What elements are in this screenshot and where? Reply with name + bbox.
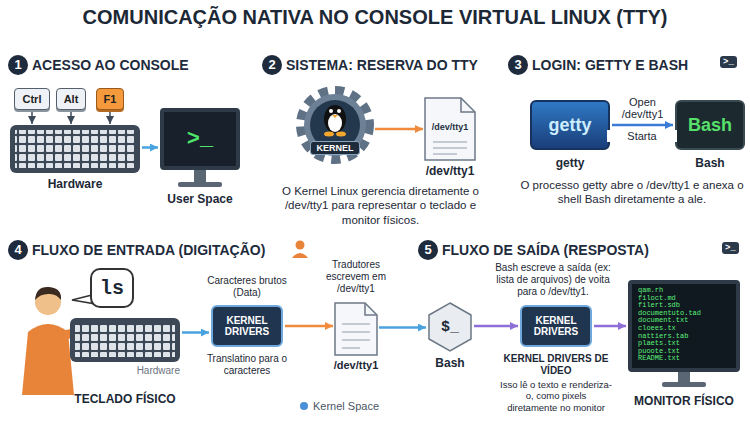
node-label: Hardware (70, 365, 180, 376)
text-label: FLUXO DE SAÍDA (RESPOSTA) (442, 242, 649, 258)
node-text: puoote.txt (638, 348, 680, 356)
connector-arrow (375, 128, 423, 131)
text-label: >_ (722, 242, 739, 254)
node-text: KERNEL (310, 141, 359, 155)
node-label: Hardware (10, 177, 140, 191)
node-box: Ctrl (14, 88, 50, 110)
connector-arrow (182, 331, 209, 334)
hexagon-shape (429, 303, 471, 351)
node-text: qam.rh (638, 287, 663, 295)
node-box: F1 (96, 88, 124, 110)
node-box: KERNEL DRIVERSKERNEL DRIVERS DE VÍDEOIss… (520, 305, 592, 347)
node-box: ls (90, 268, 134, 308)
node-label: /dev/tty1 (321, 359, 391, 371)
node-text: $_ (441, 319, 459, 336)
edge-label: Open /dev/tty1 (612, 96, 674, 121)
text-label: 1 (8, 55, 28, 75)
connector-arrow (31, 112, 33, 124)
node-text: cloees.tx (638, 325, 676, 333)
node-text: getty (548, 115, 591, 136)
file-icon (425, 98, 475, 160)
node-text: plaets.txt (638, 340, 680, 348)
text-label: 4 (8, 240, 28, 260)
connector-arrow (594, 325, 626, 328)
node-box: gettygetty (530, 100, 610, 150)
node-label: Translatino para o caracteres (201, 353, 293, 377)
monitor-stand (178, 170, 222, 187)
node-text: nattiers.tab (638, 333, 688, 341)
person-icon (292, 241, 308, 259)
node-box: qam.rhfiloct.mdfilert.sdbdocumentuto.tad… (628, 280, 740, 372)
node-label: Bash (675, 156, 745, 170)
connector-arrow (379, 326, 426, 329)
node-text: Alt (64, 93, 79, 105)
text-label: O Kernel Linux gerencia diretamente o /d… (268, 184, 493, 227)
text-label: >_ (720, 56, 737, 68)
node-label: /dev/tty1 (405, 164, 495, 178)
text-label: Starta (607, 130, 677, 142)
node-text: KERNEL DRIVERS (215, 315, 279, 338)
node-text: /dev/tty1 (432, 122, 469, 132)
node-text: README.txt (638, 355, 680, 363)
text-label: FLUXO DE ENTRADA (DIGITAÇÃO) (32, 242, 265, 258)
text-label: ACESSO AO CONSOLE (32, 57, 189, 73)
legend-row: Kernel Space (300, 400, 379, 412)
text-label: 3 (508, 55, 528, 75)
node-text: ls (100, 277, 124, 300)
file-icon (335, 303, 377, 355)
connector-arrow (70, 112, 72, 124)
node-text: Ctrl (23, 93, 42, 105)
node-label: Isso lê o texto e renderiza-o, como pixe… (500, 379, 612, 413)
node-box: Hardware (10, 125, 140, 173)
node-box: Alt (56, 88, 86, 110)
node-label: Bash (420, 356, 480, 370)
node-box: >_User Space (160, 108, 240, 170)
node-text: F1 (104, 93, 117, 105)
node-box: Tradutores escrevem em /dev/tty1/dev/tty… (335, 303, 377, 355)
text-label: Bash escreve a saída (ex: lista de arqui… (486, 262, 620, 298)
connector-arrow (142, 146, 158, 149)
node-text: filoct.md (638, 295, 676, 303)
text-label: LOGIN: GETTY E BASH (532, 57, 688, 73)
node-text: Bash (688, 115, 732, 136)
connector-arrow (109, 112, 111, 124)
node-box: KERNEL (297, 87, 373, 163)
node-label: Caracteres brutos (Data) (201, 275, 293, 299)
node-text: documentuto.tad (638, 310, 701, 318)
node-text: filert.sdb (638, 302, 680, 310)
text-label: 2 (262, 55, 282, 75)
node-label: TECLADO FÍSICO (60, 392, 190, 406)
node-text: KERNEL DRIVERS (524, 315, 588, 338)
connector-arrow (474, 325, 518, 328)
node-box: BashBash (675, 100, 745, 150)
connector-arrow (285, 325, 333, 328)
node-box: HardwareTECLADO FÍSICO (70, 318, 180, 362)
node-label: getty (530, 156, 610, 170)
keyboard-drawing (70, 318, 180, 362)
connector-arrow (612, 124, 673, 127)
node-text: >_ (187, 127, 213, 152)
node-label: MONITOR FÍSICO (624, 394, 744, 408)
keyboard-drawing (10, 125, 140, 173)
legend-text: Kernel Space (313, 400, 379, 412)
node-box: Caracteres brutos (Data)KERNEL DRIVERSTr… (211, 305, 283, 347)
kernel-gear (301, 91, 369, 159)
node-label: User Space (150, 192, 250, 206)
node-box: /dev/tty1/dev/tty1 (425, 98, 475, 160)
legend-swatch (300, 402, 308, 410)
text-label: 5 (418, 240, 438, 260)
node-label: KERNEL DRIVERS DE VÍDEO (500, 353, 612, 377)
node-text: document.txt (638, 317, 688, 325)
diagram-title: COMUNICAÇÃO NATIVA NO CONSOLE VIRTUAL LI… (0, 6, 750, 29)
node-box: $_Bash (428, 302, 472, 352)
text-label: O processo getty abre o /dev/tty1 e anex… (518, 178, 746, 207)
node-label: Tradutores escrevem em /dev/tty1 (314, 259, 398, 295)
text-label: SISTEMA: RESERVA DO TTY (286, 57, 478, 73)
